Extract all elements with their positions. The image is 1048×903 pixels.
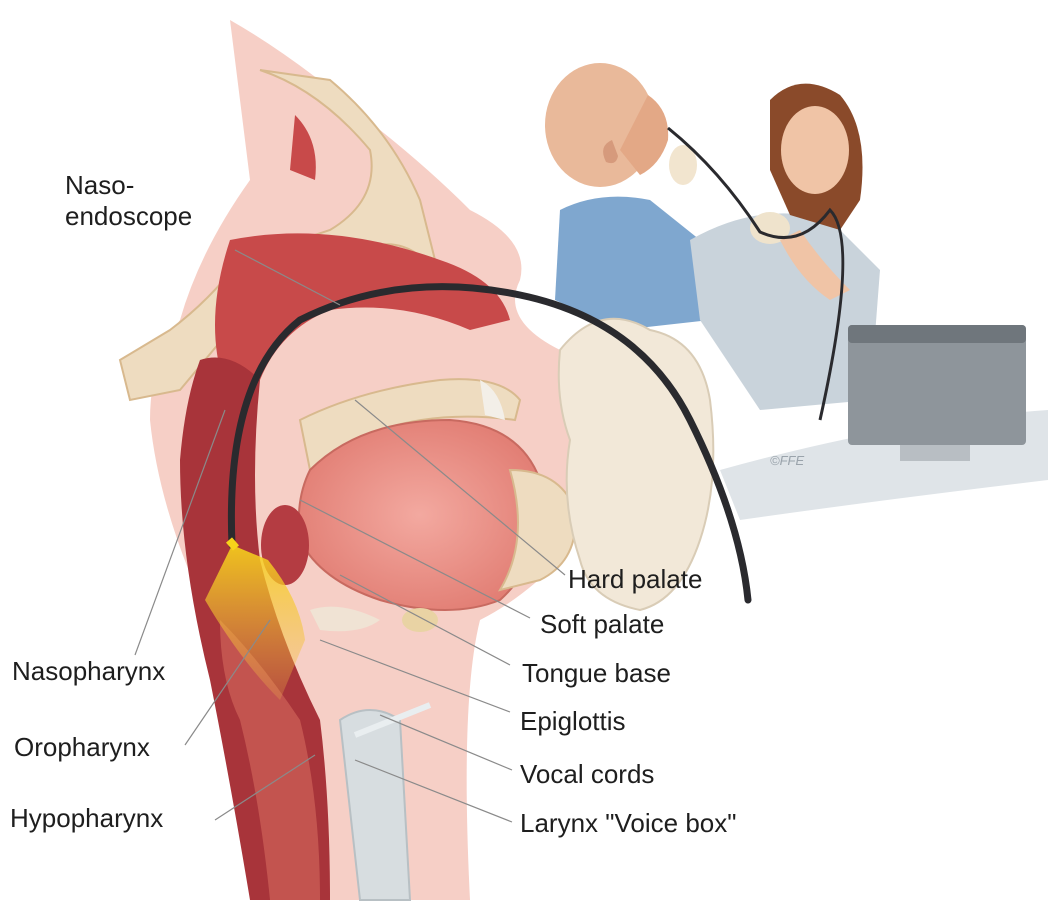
label-nasopharynx: Nasopharynx xyxy=(12,656,165,687)
label-hard-palate: Hard palate xyxy=(568,564,702,595)
examiner-face xyxy=(781,106,849,194)
label-nasoendoscope: Naso- endoscope xyxy=(65,170,192,232)
label-oropharynx: Oropharynx xyxy=(14,732,150,763)
hyoid-bone xyxy=(402,608,438,632)
label-soft-palate: Soft palate xyxy=(540,609,664,640)
label-larynx: Larynx "Voice box" xyxy=(520,808,736,839)
endoscope-tip xyxy=(229,540,236,548)
label-tongue-base: Tongue base xyxy=(522,658,671,689)
label-hypopharynx: Hypopharynx xyxy=(10,803,163,834)
label-epiglottis: Epiglottis xyxy=(520,706,626,737)
monitor xyxy=(848,325,1026,461)
label-vocal-cords: Vocal cords xyxy=(520,759,654,790)
copyright-watermark: ©FFE xyxy=(770,453,804,468)
